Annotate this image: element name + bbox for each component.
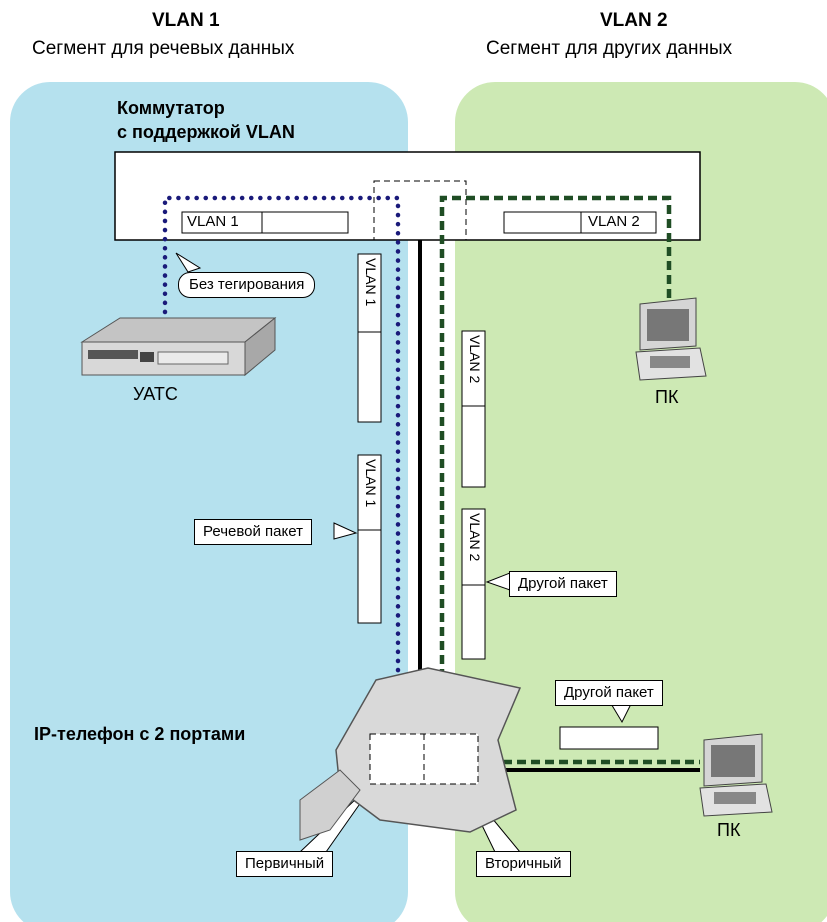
secondary-port-callout: Вторичный [476,851,571,877]
pc-bottom-device [700,734,772,816]
packet-vlan1-a-label: VLAN 1 [363,258,379,306]
other-packet-callout-2: Другой пакет [555,680,663,706]
packet-vlan1-b-label: VLAN 1 [363,459,379,507]
switch-title-line2: с поддержкой VLAN [117,120,295,144]
pbx-label: УАТС [133,384,178,405]
other-packet-callout-1: Другой пакет [509,571,617,597]
untagged-callout: Без тегирования [178,272,315,298]
vlan1-header-subtitle: Сегмент для речевых данных [32,38,294,60]
vlan2-header-subtitle: Сегмент для других данных [486,38,732,60]
vlan1-header-title: VLAN 1 [152,10,220,32]
pc-bottom-label: ПК [717,820,740,841]
switch-title-line1: Коммутатор [117,96,225,120]
switch-port-vlan1-label: VLAN 1 [187,213,239,230]
packet-vlan2-a-label: VLAN 2 [467,335,483,383]
packet-empty [560,727,658,749]
pbx-device [82,318,275,375]
vlan2-header-title: VLAN 2 [600,10,668,32]
voice-packet-callout: Речевой пакет [194,519,312,545]
pc-top-label: ПК [655,387,678,408]
switch-port-vlan2-label: VLAN 2 [588,213,640,230]
pc-top-device [636,298,706,380]
ip-phone-label: IP-телефон с 2 портами [34,722,245,746]
primary-port-callout: Первичный [236,851,333,877]
packet-vlan2-b-label: VLAN 2 [467,513,483,561]
